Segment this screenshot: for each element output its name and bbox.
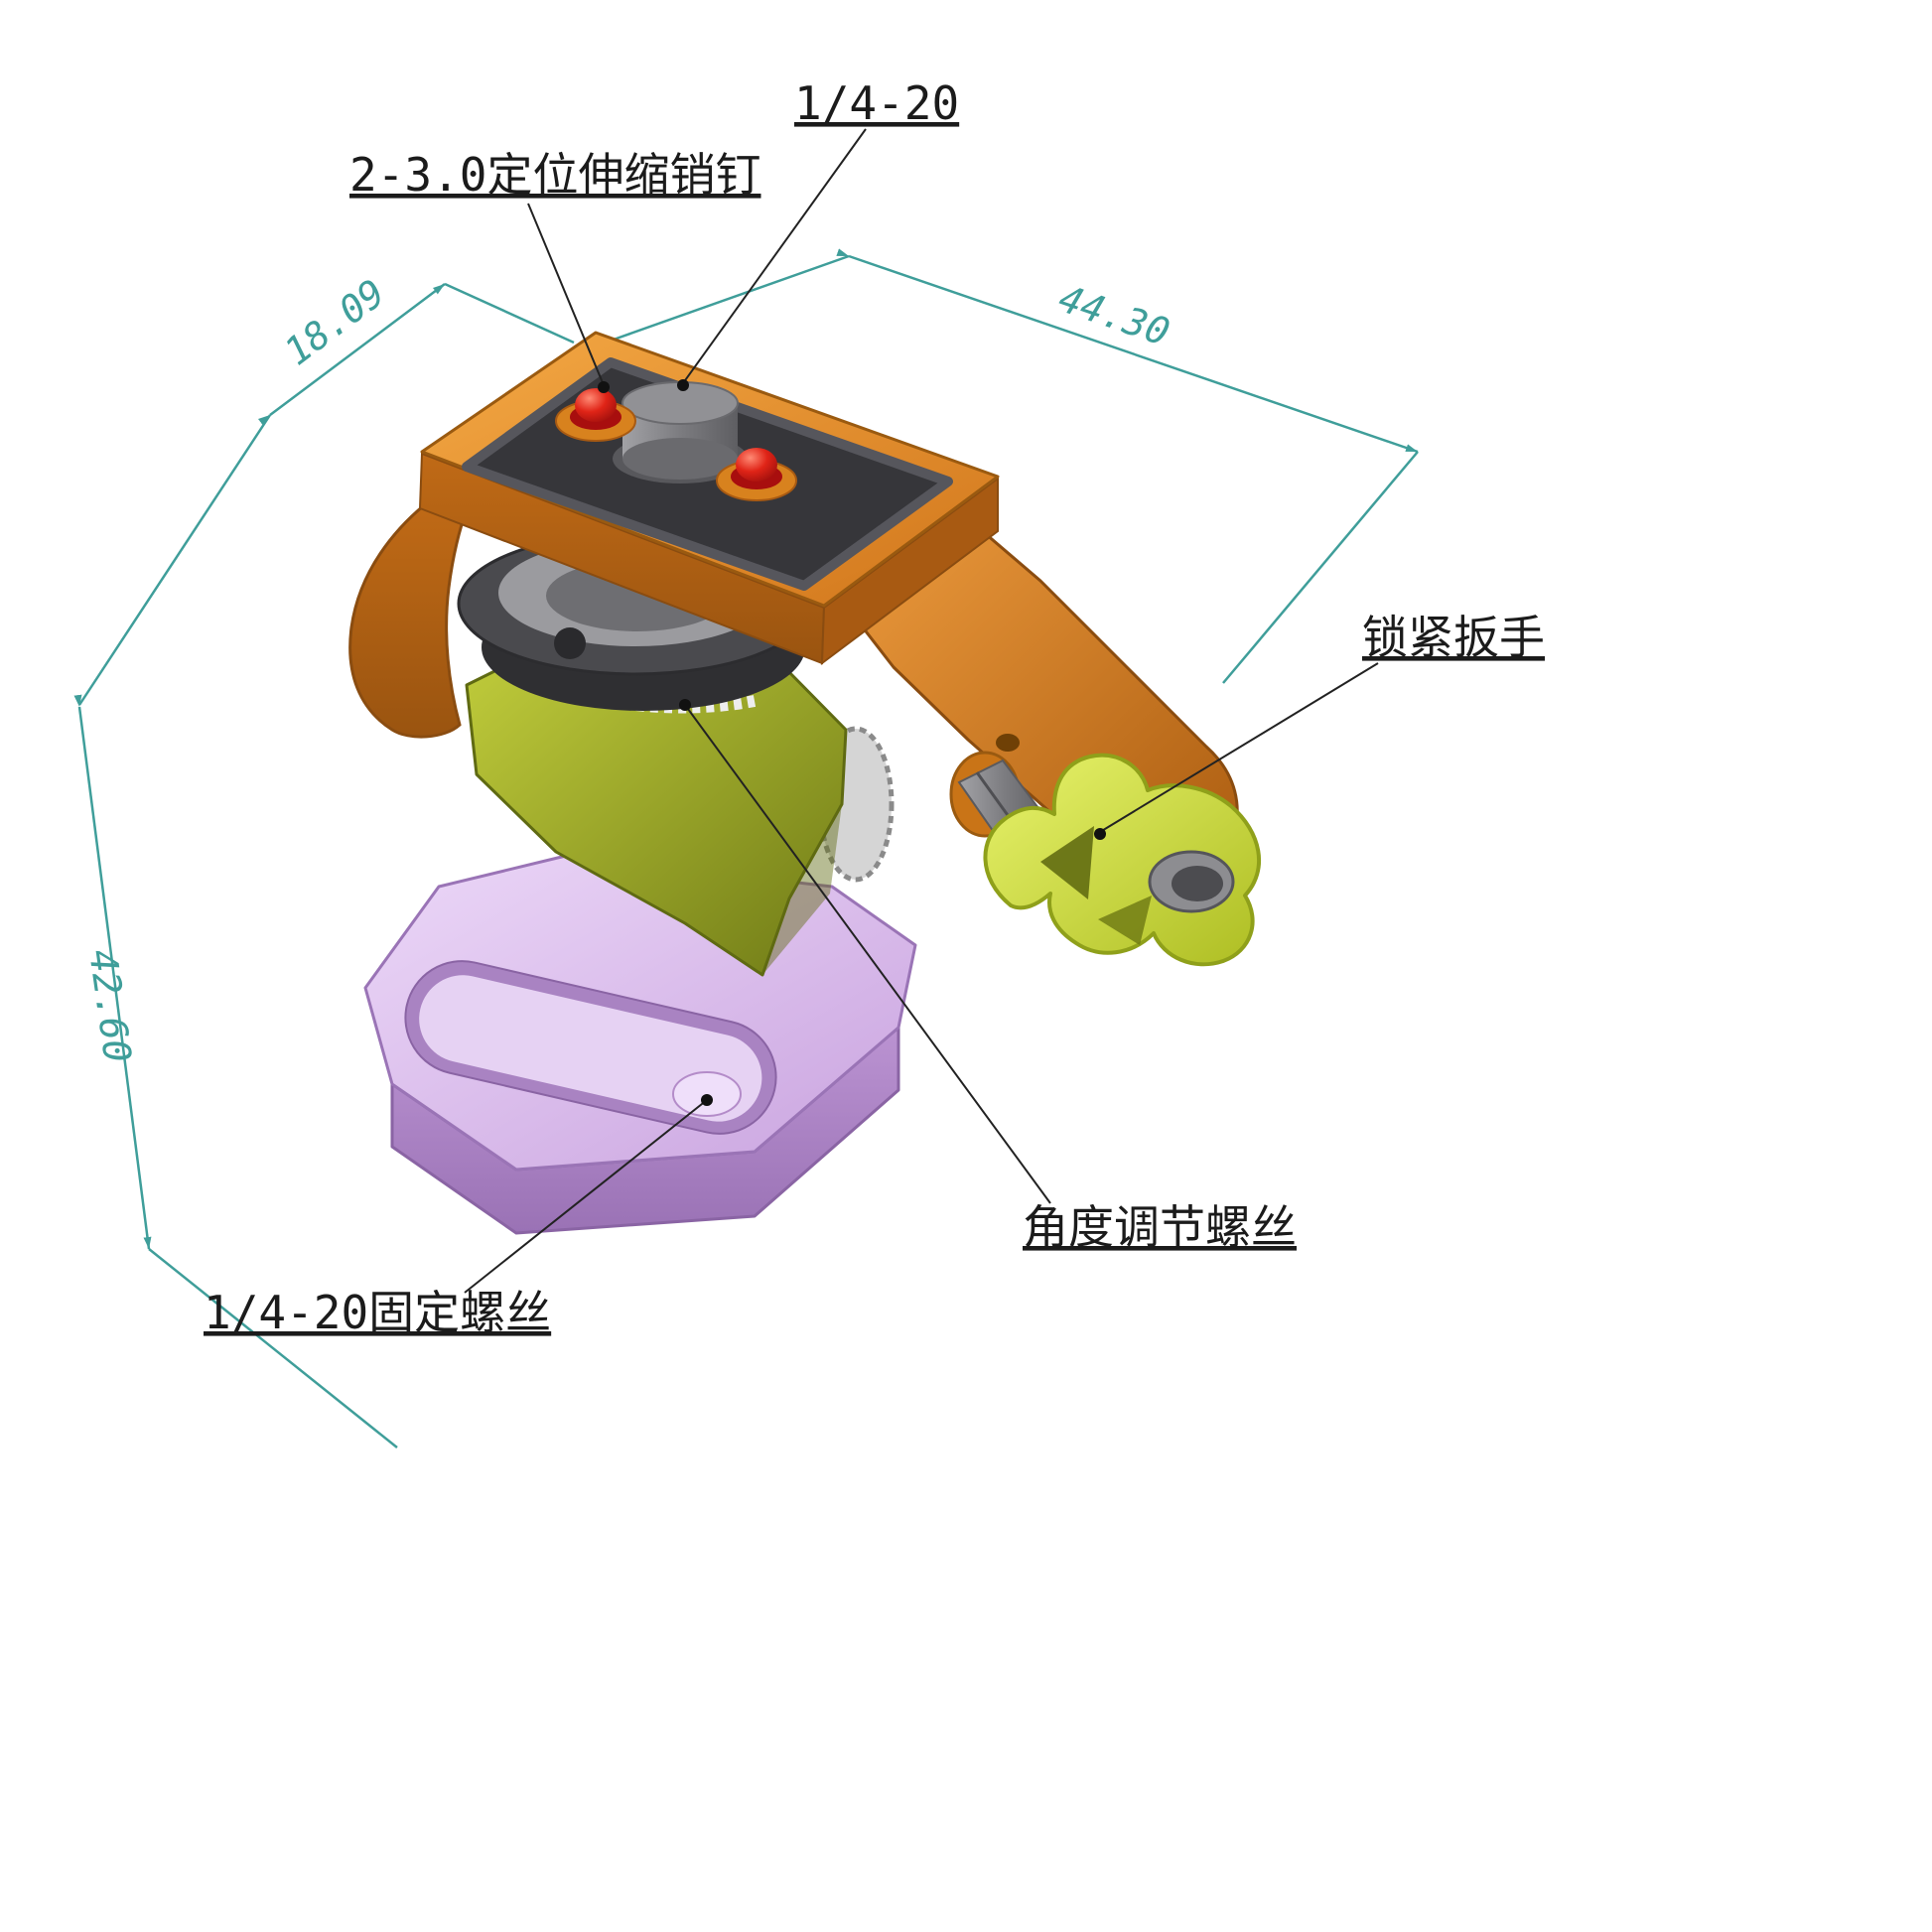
top-box-group <box>418 331 1000 666</box>
angle-screw-leader-line <box>684 704 1051 1204</box>
fixing-screw-leader-line <box>464 1099 708 1294</box>
angle-screw-label: 角度调节螺丝 <box>1023 1200 1297 1254</box>
dim-height-text: 42.60 <box>80 946 139 1064</box>
top-box-right-face <box>820 477 999 666</box>
pin2-dome <box>736 448 777 482</box>
center-body-facet <box>762 804 842 975</box>
dim-depth-extension <box>444 282 575 345</box>
dim-depth-line <box>258 283 446 426</box>
fixing-screw-label: 1/4-20固定螺丝 <box>204 1286 551 1339</box>
angle-screw-leader-dot <box>679 699 691 711</box>
screw-top-leader-dot <box>677 379 689 391</box>
clamp-left-arm <box>348 499 470 739</box>
dim-width-extension-left <box>613 254 850 342</box>
screw-top-leader-line <box>682 128 867 384</box>
screw-cylinder-bottom <box>622 438 738 480</box>
lock-wrench-label: 锁紧扳手 <box>1362 611 1545 664</box>
dim-height-extension <box>148 1248 398 1449</box>
lock-wrench-leader-dot <box>1094 828 1106 840</box>
dim-depth-text: 18.09 <box>276 271 393 374</box>
dim-corner-extension-left <box>77 414 272 706</box>
dim-height-line <box>73 694 152 1250</box>
lock-wrench-leader-line <box>1099 662 1379 833</box>
dim-width-extension-right <box>1222 451 1419 684</box>
knob-through-hole-inner <box>1172 866 1223 901</box>
knob-recess-left <box>1040 826 1094 899</box>
pin-leader-dot <box>598 381 610 393</box>
annotations-group: 2-3.0定位伸缩销钉 1/4-20 锁紧扳手 角度调节螺丝 1/4-20固定螺… <box>204 76 1545 1339</box>
pin1-dome <box>575 388 617 422</box>
lock-knob-group <box>957 753 1261 967</box>
dim-width-line <box>836 248 1419 454</box>
base-plate-group <box>363 854 917 1235</box>
dim-width-text: 44.30 <box>1053 276 1174 354</box>
clamp-arm-hole <box>996 734 1020 752</box>
center-body-group <box>465 635 895 977</box>
fixing-screw-leader-dot <box>701 1094 713 1106</box>
pin-label: 2-3.0定位伸缩销钉 <box>349 148 760 202</box>
knob-recess-bottom <box>1098 896 1152 945</box>
screw-top-label: 1/4-20 <box>794 76 959 130</box>
worm-gear-teeth <box>553 679 757 714</box>
pin-leader-line <box>527 203 605 386</box>
disc-side-hole <box>554 627 586 659</box>
